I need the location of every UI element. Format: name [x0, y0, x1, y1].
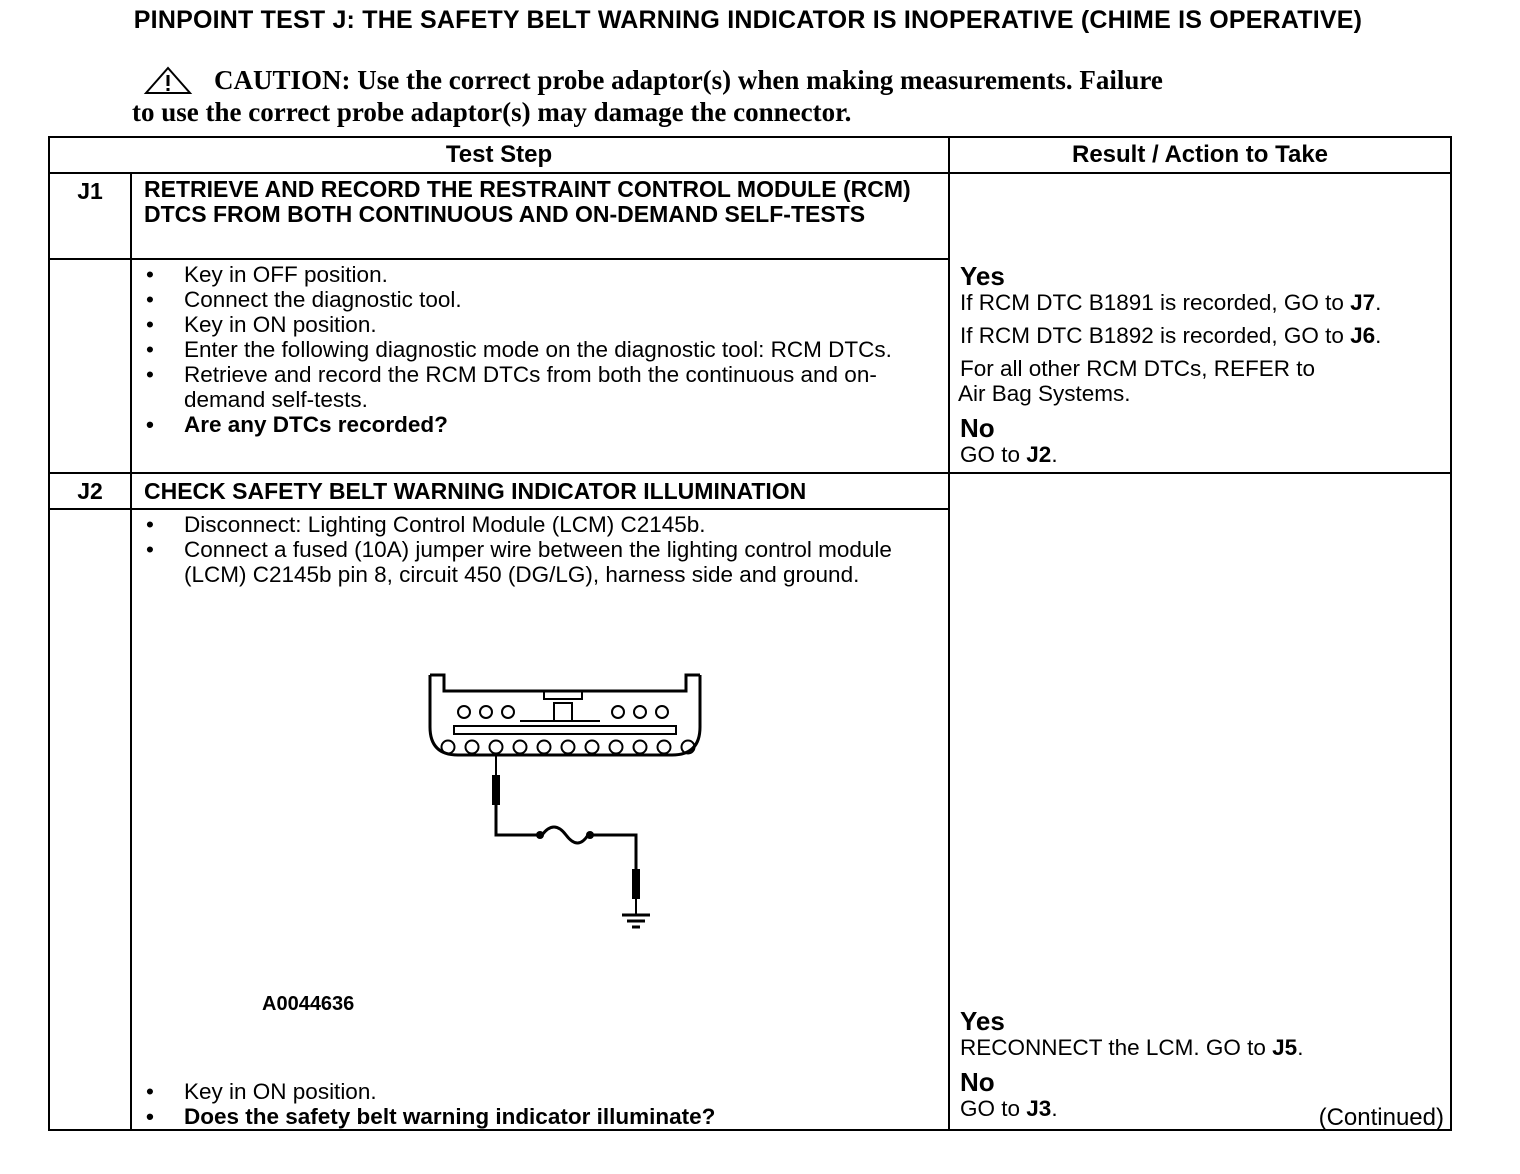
list-item: Disconnect: Lighting Control Module (LCM… [132, 512, 948, 537]
caution-line-2: to use the correct probe adaptor(s) may … [132, 97, 852, 127]
connector-housing [428, 675, 702, 757]
list-item: Are any DTCs recorded? [132, 412, 948, 437]
step-list-j2a: Disconnect: Lighting Control Module (LCM… [132, 510, 948, 587]
result-j2-line-2: GO to J3. [960, 1096, 1058, 1121]
step-id-j1: J1 [48, 172, 132, 260]
step-list-j2b: Key in ON position. Does the safety belt… [132, 1077, 948, 1129]
list-item: Key in ON position. [132, 1079, 948, 1104]
continued-label: (Continued) [1318, 1104, 1444, 1131]
caution-note: CAUTION: Use the correct probe adaptor(s… [132, 64, 1382, 128]
result-j2-no: No [960, 1067, 995, 1097]
figure-id: A0044636 [262, 993, 355, 1015]
result-j2-yes: Yes [960, 1006, 1005, 1036]
result-j1-line-1: If RCM DTC B1891 is recorded, GO to J7. [960, 290, 1382, 315]
step-id-j2: J2 [48, 472, 132, 510]
list-item: Connect the diagnostic tool. [132, 287, 948, 312]
fuse-symbol [540, 825, 590, 845]
header-test-step: Test Step [48, 136, 950, 174]
page-title: PINPOINT TEST J: THE SAFETY BELT WARNING… [133, 6, 1363, 34]
step-body-j1: Key in OFF position. Connect the diagnos… [130, 258, 950, 474]
result-j1-no: No [960, 413, 995, 443]
list-item: Key in ON position. [132, 312, 948, 337]
list-item: Enter the following diagnostic mode on t… [132, 337, 948, 362]
warning-triangle-icon [143, 66, 193, 94]
caution-line-1: CAUTION: Use the correct probe adaptor(s… [214, 65, 1163, 95]
step-title-j1: RETRIEVE AND RECORD THE RESTRAINT CONTRO… [130, 172, 950, 260]
result-j1-yes: Yes [960, 261, 1005, 291]
list-item: Does the safety belt warning indicator i… [132, 1104, 948, 1129]
air-bag-systems-link[interactable]: Air Bag Systems. [958, 381, 1131, 406]
result-j1: Yes If RCM DTC B1891 is recorded, GO to … [948, 172, 1452, 474]
pinpoint-test-table: Test Step Result / Action to Take J1 RET… [48, 136, 1452, 1131]
result-j1-line-5: GO to J2. [960, 442, 1058, 467]
connector-diagram: A0044636 [132, 587, 948, 1077]
list-item: Retrieve and record the RCM DTCs from bo… [132, 362, 948, 412]
step-title-j2: CHECK SAFETY BELT WARNING INDICATOR ILLU… [130, 472, 950, 510]
result-j1-line-2: If RCM DTC B1892 is recorded, GO to J6. [960, 323, 1382, 348]
result-j2-line-1: RECONNECT the LCM. GO to J5. [960, 1035, 1304, 1060]
result-j2: Yes RECONNECT the LCM. GO to J5. No GO t… [948, 472, 1452, 1131]
step-list-j1: Key in OFF position. Connect the diagnos… [132, 260, 948, 437]
list-item: Connect a fused (10A) jumper wire betwee… [132, 537, 948, 587]
step-body-j2: Disconnect: Lighting Control Module (LCM… [130, 508, 950, 1131]
header-result: Result / Action to Take [948, 136, 1452, 174]
list-item: Key in OFF position. [132, 262, 948, 287]
result-j1-line-3: For all other RCM DTCs, REFER to [960, 356, 1316, 381]
jumper-wire-diagram [428, 673, 702, 929]
ground-symbol [622, 913, 650, 929]
